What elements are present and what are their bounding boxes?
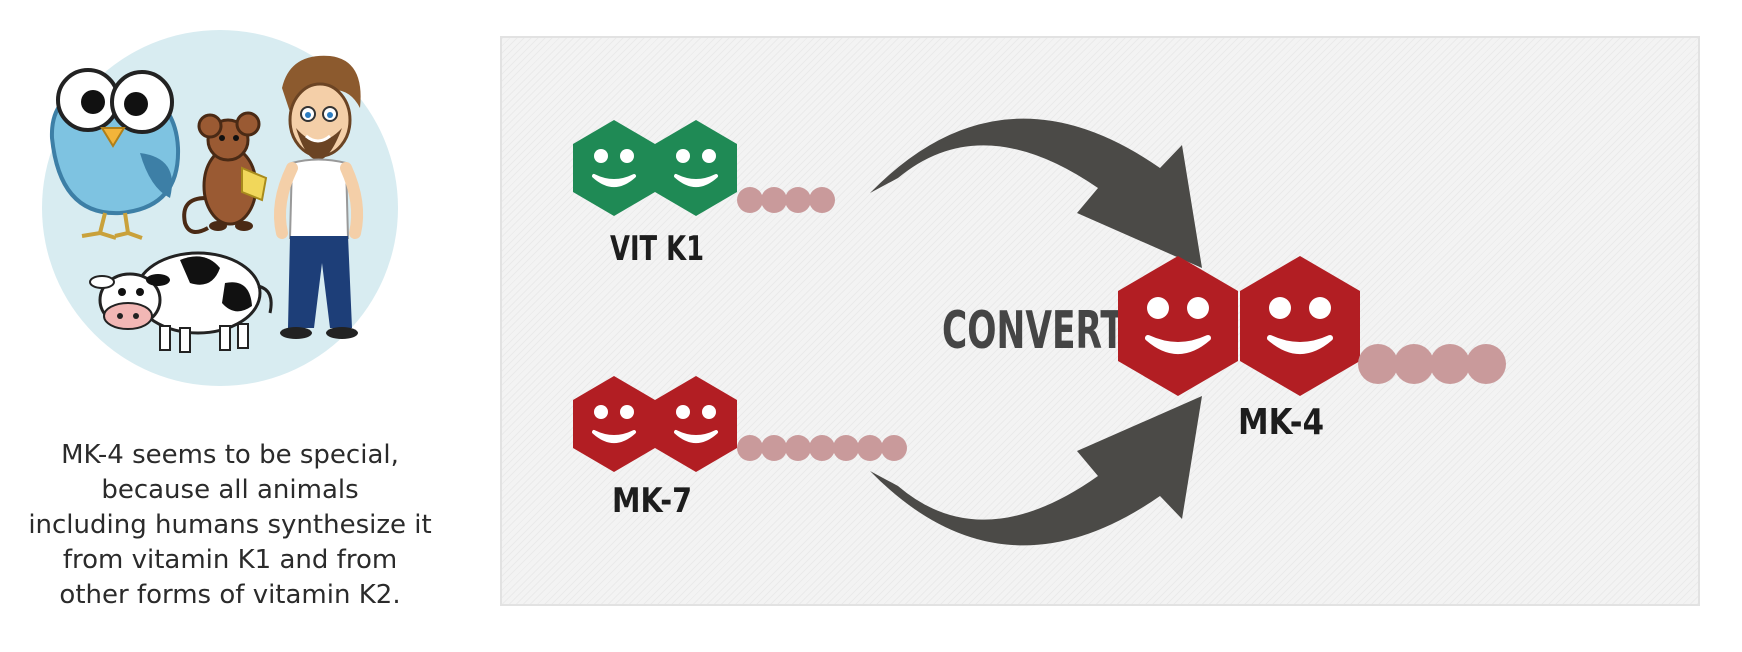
caption-line: other forms of vitamin K2. bbox=[59, 580, 401, 610]
side-chain-tail bbox=[737, 187, 835, 213]
side-chain-tail bbox=[1358, 344, 1506, 384]
side-chain-tail bbox=[737, 435, 907, 461]
caption-line: MK-4 seems to be special, bbox=[61, 440, 399, 470]
smiley-hexagon-icon bbox=[653, 118, 739, 218]
vit-k1-label: VIT K1 bbox=[610, 229, 704, 269]
cow-icon bbox=[89, 251, 273, 353]
animals-illustration-svg bbox=[42, 30, 398, 386]
mouse-icon bbox=[182, 111, 268, 234]
man-icon bbox=[274, 55, 364, 339]
caption-line: from vitamin K1 and from bbox=[62, 545, 398, 575]
bird-icon bbox=[49, 68, 181, 240]
mk4-molecule bbox=[1118, 256, 1506, 396]
animals-illustration bbox=[30, 28, 410, 398]
smiley-hexagon-icon bbox=[1240, 256, 1360, 396]
curved-arrow-icon bbox=[870, 118, 1202, 268]
curved-arrow-icon bbox=[870, 396, 1202, 546]
smiley-hexagon-icon bbox=[1118, 256, 1238, 396]
conversion-diagram-panel: VIT K1 MK-7 CONVERTED MK-4 bbox=[500, 36, 1700, 606]
vit-k1-molecule bbox=[571, 118, 835, 218]
caption-line: because all animals bbox=[101, 475, 359, 505]
mk4-label: MK-4 bbox=[1238, 402, 1324, 443]
caption-text: MK-4 seems to be special, because all an… bbox=[0, 438, 460, 613]
smiley-hexagon-icon bbox=[571, 374, 657, 474]
smiley-hexagon-icon bbox=[653, 374, 739, 474]
mk7-label: MK-7 bbox=[612, 481, 692, 521]
mk7-molecule bbox=[571, 374, 907, 474]
smiley-hexagon-icon bbox=[571, 118, 657, 218]
caption-line: including humans synthesize it bbox=[28, 510, 432, 540]
conversion-diagram: VIT K1 MK-7 CONVERTED MK-4 bbox=[571, 118, 1506, 546]
